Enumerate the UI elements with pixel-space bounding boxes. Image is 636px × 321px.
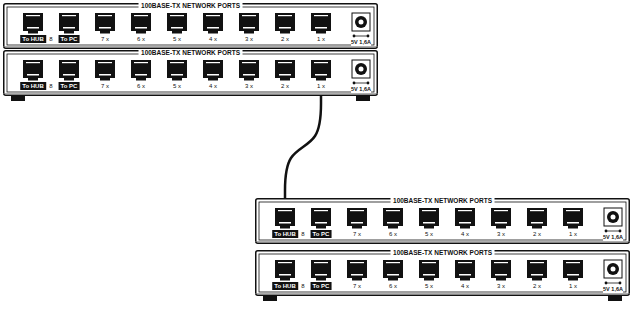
port-number: 7 x: [352, 283, 362, 289]
port-number: 3 x: [244, 83, 254, 89]
power-rating: 5V 1,6A: [351, 87, 371, 93]
rj45-jack: [131, 60, 151, 81]
rj45-jack: [167, 60, 187, 81]
port-number: 5 x: [172, 36, 182, 42]
port-number: 3 x: [244, 36, 254, 42]
uplink-label: To HUB: [272, 282, 298, 290]
panel-header: 100BASE-TX NETWORK PORTS: [138, 50, 243, 57]
rj45-jack: [131, 13, 151, 34]
port-number: 7 x: [100, 83, 110, 89]
uplink-label: To PC: [59, 82, 80, 90]
rj45-jack: [527, 260, 547, 281]
port-number: 2 x: [532, 231, 542, 237]
rj45-jack: [455, 208, 475, 229]
port-number: 8: [300, 283, 305, 289]
port-number: 7 x: [100, 36, 110, 42]
port-number: 6 x: [388, 231, 398, 237]
rj45-jack: [59, 13, 79, 34]
rj45-jack: [455, 260, 475, 281]
rj45-jack: [347, 208, 367, 229]
port-number: 8: [48, 83, 53, 89]
port-number: 6 x: [136, 36, 146, 42]
uplink-label: To PC: [311, 282, 332, 290]
rj45-jack: [203, 13, 223, 34]
rj45-jack: [563, 208, 583, 229]
rj45-jack: [311, 208, 331, 229]
port-number: 1 x: [316, 36, 326, 42]
uplink-label: To HUB: [272, 230, 298, 238]
uplink-label: To HUB: [20, 82, 46, 90]
power-jack: [604, 208, 622, 232]
rj45-jack: [419, 260, 439, 281]
rj45-jack: [311, 60, 331, 81]
network-switch: 100BASE-TX NETWORK PORTS To HUB8 To PC 7 x 6…: [3, 3, 378, 49]
rj45-jack: [383, 208, 403, 229]
rj45-jack: [383, 260, 403, 281]
rj45-jack: [95, 13, 115, 34]
port-number: 7 x: [352, 231, 362, 237]
rj45-jack: [563, 260, 583, 281]
rj45-jack: [95, 60, 115, 81]
power-rating: 5V 1,6A: [603, 287, 623, 293]
port-number: 4 x: [208, 83, 218, 89]
panel-header: 100BASE-TX NETWORK PORTS: [390, 250, 495, 257]
uplink-label: To PC: [311, 230, 332, 238]
power-rating: 5V 1,6A: [603, 235, 623, 241]
rj45-jack: [491, 208, 511, 229]
port-number: 1 x: [568, 231, 578, 237]
uplink-label: To HUB: [20, 35, 46, 43]
port-number: 8: [48, 36, 53, 42]
port-number: 3 x: [496, 283, 506, 289]
rj45-jack: [59, 60, 79, 81]
power-jack: [604, 260, 622, 284]
power-rating: 5V 1,6A: [351, 40, 371, 46]
port-number: 4 x: [460, 283, 470, 289]
panel-header: 100BASE-TX NETWORK PORTS: [390, 198, 495, 205]
rj45-jack: [419, 208, 439, 229]
rj45-jack: [275, 60, 295, 81]
rubber-foot: [11, 96, 25, 101]
rubber-foot: [263, 296, 277, 301]
rj45-jack: [167, 13, 187, 34]
port-number: 6 x: [136, 83, 146, 89]
rj45-jack: [527, 208, 547, 229]
port-number: 5 x: [424, 283, 434, 289]
rj45-jack: [275, 13, 295, 34]
rubber-foot: [356, 96, 370, 101]
rj45-jack: [23, 60, 43, 81]
port-number: 4 x: [460, 231, 470, 237]
port-number: 1 x: [568, 283, 578, 289]
port-number: 2 x: [532, 283, 542, 289]
rj45-jack: [23, 13, 43, 34]
network-switch: 100BASE-TX NETWORK PORTS To HUB8 To PC 7 x 6…: [255, 250, 630, 296]
power-jack: [352, 60, 370, 84]
rj45-jack: [239, 13, 259, 34]
rj45-jack: [203, 60, 223, 81]
rj45-jack: [239, 60, 259, 81]
rj45-jack: [311, 13, 331, 34]
port-number: 3 x: [496, 231, 506, 237]
rj45-jack: [347, 260, 367, 281]
rj45-jack: [275, 260, 295, 281]
port-number: 5 x: [172, 83, 182, 89]
port-number: 5 x: [424, 231, 434, 237]
port-number: 6 x: [388, 283, 398, 289]
power-jack: [352, 13, 370, 37]
rj45-jack: [491, 260, 511, 281]
rj45-jack: [311, 260, 331, 281]
uplink-label: To PC: [59, 35, 80, 43]
port-number: 4 x: [208, 36, 218, 42]
port-number: 1 x: [316, 83, 326, 89]
rj45-jack: [275, 208, 295, 229]
panel-header: 100BASE-TX NETWORK PORTS: [138, 3, 243, 10]
network-switch: 100BASE-TX NETWORK PORTS To HUB8 To PC 7 x 6…: [3, 50, 378, 96]
port-number: 2 x: [280, 36, 290, 42]
port-number: 8: [300, 231, 305, 237]
port-number: 2 x: [280, 83, 290, 89]
rubber-foot: [608, 296, 622, 301]
network-switch: 100BASE-TX NETWORK PORTS To HUB8 To PC 7 x 6…: [255, 198, 630, 244]
patch-cable: [285, 96, 321, 198]
